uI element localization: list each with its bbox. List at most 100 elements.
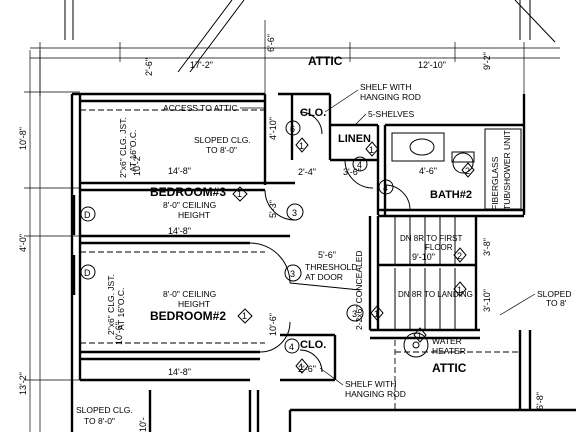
stairs: DN 8R TO FIRST FLOOR DN 8R TO LANDING 9'… xyxy=(394,216,492,330)
toilet-tank-icon xyxy=(451,151,475,163)
note-access-attic: ACCESS TO ATTIC xyxy=(163,103,238,113)
tag-wall-2: 1 xyxy=(242,311,247,321)
door-d-top: D xyxy=(72,195,96,235)
water-heater: WATER HEATER xyxy=(403,332,466,358)
room-clo-bottom: CLO. xyxy=(300,339,326,351)
dim-9-10: 9'-10" xyxy=(412,252,435,262)
sink-icon xyxy=(409,138,435,156)
svg-text:1: 1 xyxy=(299,141,304,151)
svg-text:3: 3 xyxy=(292,208,297,218)
note-b2-ceiling-2: HEIGHT xyxy=(178,299,210,309)
tag-1-c: 1 xyxy=(295,358,309,374)
note-five-shelves: 5-SHELVES xyxy=(368,109,414,119)
dim-10: 10'- xyxy=(138,417,148,432)
tag-3-b: 3 xyxy=(284,264,302,282)
note-threshold-1: THRESHOLD xyxy=(305,262,357,272)
dim-3-10: 3'-10" xyxy=(482,289,492,312)
dim-2-4: 2'-4" xyxy=(298,167,316,177)
top-dimension: 17'-2" 12'-10" 2'-6" 6'-6" 9'-2" ATTIC xyxy=(30,20,560,96)
walls xyxy=(70,92,576,432)
toilet-bowl-icon xyxy=(452,152,474,174)
note-clg-jst-b2-1: 2"x6" CLG. JST. xyxy=(106,274,116,335)
dim-5-3: 5'-3" xyxy=(268,200,278,218)
stair-up-label-1: DN 8R TO FIRST xyxy=(400,234,462,243)
tag-1-e: 1 xyxy=(453,281,467,297)
dim-4-0: 4'-0" xyxy=(18,234,28,252)
shower-label: TUB/SHOWER UNIT xyxy=(502,130,512,210)
tag-6: 6 xyxy=(285,120,301,136)
tag-door-d-top: D xyxy=(84,210,91,220)
note-clg-jst-b2-2: AT 16"O.C. xyxy=(116,288,126,330)
room-attic-bottom: ATTIC xyxy=(432,361,467,375)
tag-2-b: 2 xyxy=(461,162,475,178)
tag-4-b: 4 xyxy=(378,179,394,195)
note-sloped-bl-2: TO 8'-0" xyxy=(84,416,115,426)
room-clo-top: CLO. xyxy=(300,107,326,119)
door-d-bottom: D xyxy=(72,255,96,295)
note-clg-jst-b3-2: AT 16"O.C. xyxy=(128,130,138,172)
stair-down-label: DN 8R TO LANDING xyxy=(398,290,473,299)
door-swings xyxy=(249,111,411,373)
room-bedroom2: BEDROOM#2 xyxy=(150,309,226,323)
stair-up-label-2: FLOOR xyxy=(425,243,453,252)
dim-10-8: 10'-8" xyxy=(18,127,28,150)
dim-6-6: 6'-6" xyxy=(266,34,276,52)
tag-3-c: 3 xyxy=(346,304,364,322)
dim-12-10: 12'-10" xyxy=(418,60,446,70)
svg-text:1: 1 xyxy=(374,309,379,319)
fiberglass-label: FIBERGLASS xyxy=(490,156,500,210)
svg-text:1: 1 xyxy=(417,331,422,341)
note-b2-ceiling-1: 8'-0" CEILING xyxy=(163,289,216,299)
dim-3-6: 3'-6" xyxy=(343,167,361,177)
dim-6-8: 6'-8" xyxy=(535,392,545,410)
svg-text:3: 3 xyxy=(352,309,357,319)
dim-14-8-a: 14'-8" xyxy=(168,166,191,176)
room-attic-top: ATTIC xyxy=(308,54,343,68)
tag-door-d-bottom: D xyxy=(84,268,91,278)
note-b3-ceiling-1: 8'-0" CEILING xyxy=(163,200,216,210)
dashed-lines xyxy=(80,109,520,410)
svg-text:1: 1 xyxy=(457,285,462,295)
svg-text:4: 4 xyxy=(383,183,388,193)
dim-4-6: 4'-6" xyxy=(419,166,437,176)
svg-text:1: 1 xyxy=(299,362,304,372)
note-sloped-8-1: SLOPED xyxy=(537,289,572,299)
tub-icon xyxy=(484,128,522,210)
tag-4-a: 4 xyxy=(352,156,368,172)
room-bath2: BATH#2 xyxy=(430,189,472,201)
tag-2-a: 2 xyxy=(453,247,467,263)
tag-1-d: 1 xyxy=(370,305,384,321)
note-b3-ceiling-2: HEIGHT xyxy=(178,210,210,220)
dim-2-6-top: 2'-6" xyxy=(144,58,154,76)
dim-14-8-c: 14'-8" xyxy=(168,367,191,377)
dim-10-2: 10'-2" xyxy=(132,153,142,176)
dim-3-8: 3'-8" xyxy=(482,238,492,256)
note-sloped-clg-2: TO 8'-0" xyxy=(206,145,237,155)
note-shelf-bot-2: HANGING ROD xyxy=(345,389,406,399)
svg-text:2: 2 xyxy=(465,166,470,176)
note-sloped-clg-1: SLOPED CLG. xyxy=(194,135,251,145)
water-heater-label-1: WATER xyxy=(432,336,462,346)
note-shelf-top-1: SHELF WITH xyxy=(360,82,411,92)
roof-lines xyxy=(64,0,556,73)
left-dimension: 10'-8" 4'-0" 13'-2" xyxy=(18,50,80,432)
note-clg-jst-b3-1: 2"x6" CLG. JST. xyxy=(118,117,128,178)
dim-9-2: 9'-2" xyxy=(482,52,492,70)
svg-text:1: 1 xyxy=(369,145,374,155)
dim-4-10: 4'-10" xyxy=(268,117,278,140)
note-shelf-top-2: HANGING ROD xyxy=(360,92,421,102)
svg-text:3: 3 xyxy=(290,269,295,279)
note-sloped-bl-1: SLOPED CLG. xyxy=(76,405,133,415)
tag-3-a: 3 xyxy=(286,203,304,221)
note-threshold-2: AT DOOR xyxy=(305,272,343,282)
tag-1-f: 1 xyxy=(413,327,427,343)
svg-text:4: 4 xyxy=(357,160,362,170)
dim-5-6: 5'-6" xyxy=(318,250,336,260)
room-linen: LINEN xyxy=(338,133,371,145)
dim-2-6-bot: 2'-6" xyxy=(298,364,316,374)
tag-1-b: 1 xyxy=(365,141,379,157)
sink-counter xyxy=(391,132,445,162)
dim-10-6-b: 10'-6" xyxy=(268,313,278,336)
